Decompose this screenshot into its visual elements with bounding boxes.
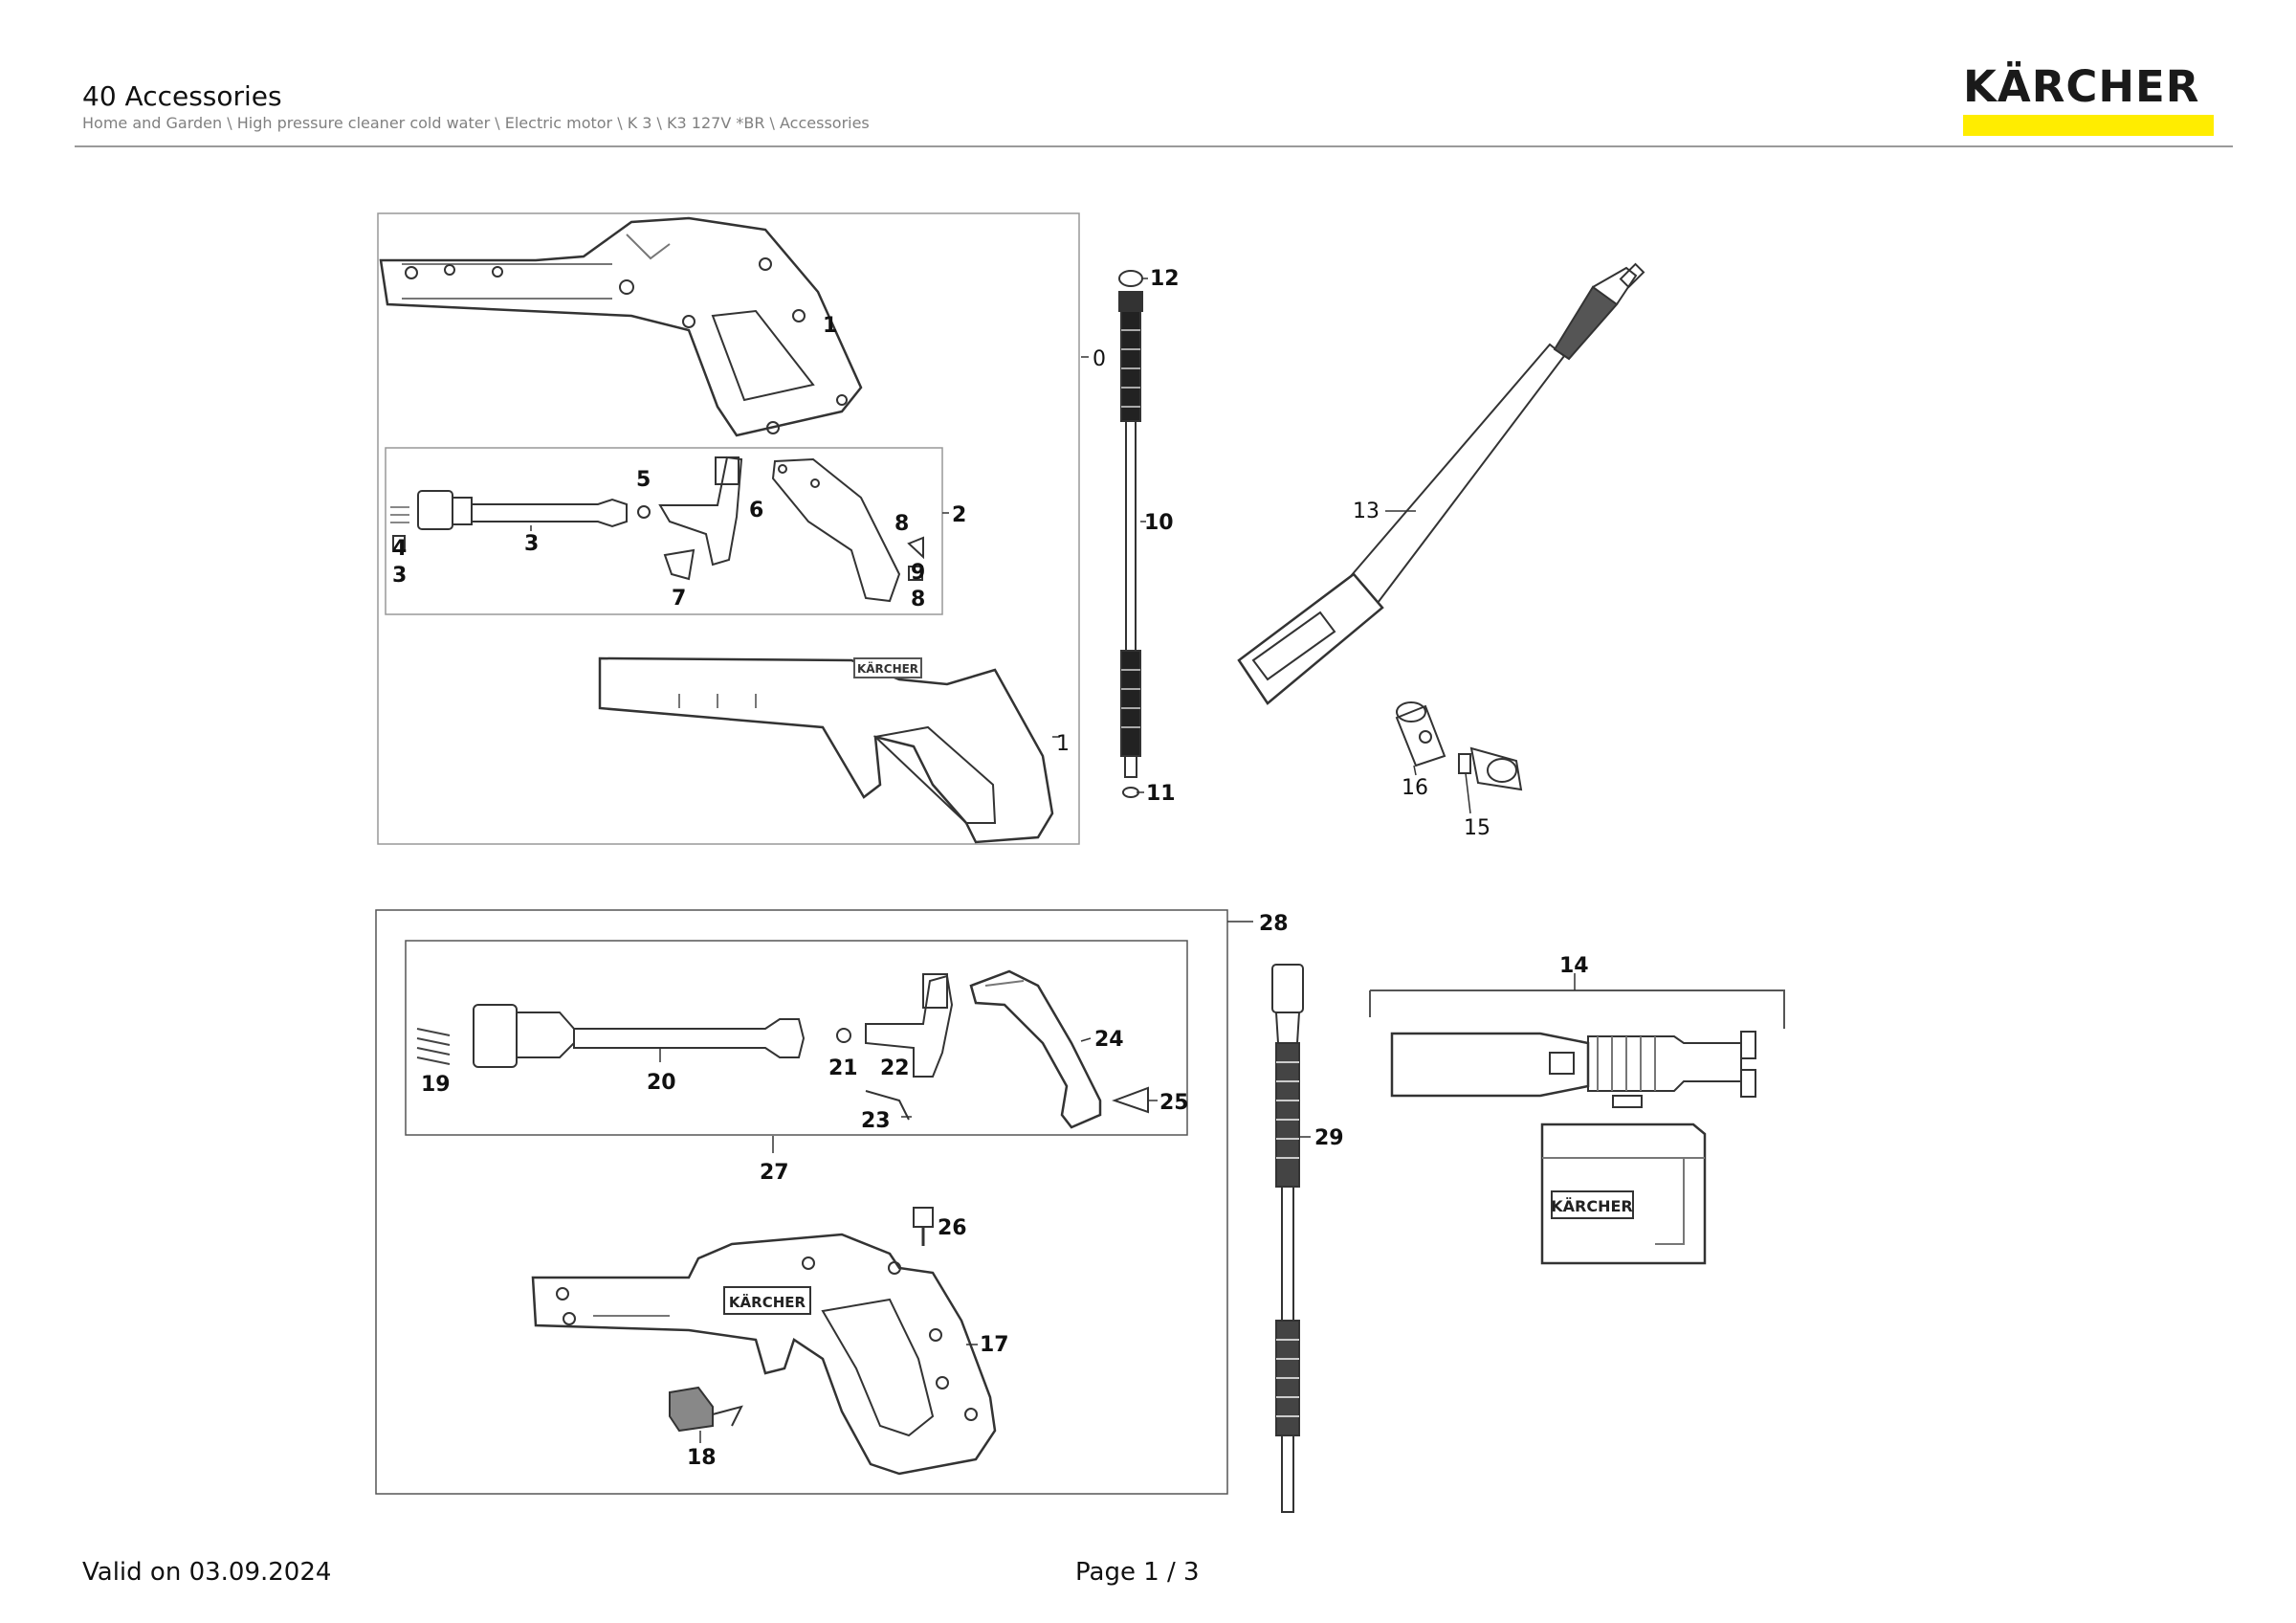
callout-12: 12 bbox=[1150, 267, 1180, 291]
spring-part-2 bbox=[416, 1028, 451, 1065]
valve-part bbox=[658, 456, 743, 567]
bottom-assembly-frame bbox=[375, 909, 1228, 1495]
gun-shell-half-top bbox=[379, 216, 863, 437]
callout-26: 26 bbox=[938, 1216, 967, 1240]
callout-23: 23 bbox=[861, 1109, 891, 1133]
callout-13: 13 bbox=[1353, 500, 1380, 523]
gun-assembled: KÄRCHER bbox=[531, 1233, 997, 1476]
spray-lance-bottom bbox=[1271, 964, 1304, 1513]
callout-18: 18 bbox=[687, 1446, 717, 1470]
spring-part bbox=[390, 506, 409, 552]
trigger-lever-part bbox=[771, 457, 924, 603]
gun-shell-bottom: KÄRCHER bbox=[598, 656, 1054, 844]
nozzle-coupling-part bbox=[1395, 701, 1446, 767]
foam-nozzle: KÄRCHER bbox=[1369, 989, 1785, 1265]
callout-22: 22 bbox=[880, 1056, 910, 1080]
callout-8a: 8 bbox=[894, 512, 909, 536]
gun-clip-part bbox=[669, 1386, 743, 1433]
callout-11: 11 bbox=[1146, 782, 1176, 806]
callout-8b: 8 bbox=[911, 588, 925, 611]
trigger-kit-frame bbox=[385, 447, 943, 615]
callout-20: 20 bbox=[647, 1071, 676, 1095]
callout-1b: 1 bbox=[1056, 732, 1070, 756]
o-ring-part bbox=[637, 505, 651, 519]
logo-yellow-bar bbox=[1963, 115, 2214, 136]
callout-3a: 3 bbox=[524, 532, 539, 556]
callout-3b: 3 bbox=[392, 564, 407, 588]
gun-shell-brand: KÄRCHER bbox=[857, 661, 918, 676]
callout-15: 15 bbox=[1464, 816, 1490, 840]
callout-25: 25 bbox=[1159, 1091, 1189, 1115]
callout-14: 14 bbox=[1559, 954, 1589, 978]
callout-29: 29 bbox=[1314, 1126, 1344, 1150]
extension-lance bbox=[1237, 262, 1645, 705]
callout-7: 7 bbox=[672, 587, 686, 611]
leader-lines bbox=[530, 278, 1576, 1443]
callout-4: 4 bbox=[392, 537, 407, 561]
trigger-kit-frame-2 bbox=[405, 940, 1188, 1136]
trigger-lever-part-2 bbox=[969, 969, 1102, 1129]
callout-0: 0 bbox=[1093, 347, 1106, 371]
callout-2: 2 bbox=[952, 503, 966, 527]
callout-6: 6 bbox=[749, 499, 763, 522]
callout-27: 27 bbox=[760, 1161, 789, 1185]
callout-17: 17 bbox=[980, 1333, 1009, 1357]
callout-19: 19 bbox=[421, 1073, 451, 1097]
trigger-pad-part bbox=[1112, 1086, 1149, 1114]
foam-nozzle-brand: KÄRCHER bbox=[1551, 1197, 1632, 1215]
header-divider bbox=[75, 145, 2233, 147]
screw-part bbox=[913, 1207, 934, 1246]
callout-10: 10 bbox=[1144, 511, 1174, 535]
karcher-logo: KÄRCHER bbox=[1963, 65, 2216, 138]
top-assembly-frame bbox=[377, 212, 1080, 845]
inner-tube-part-2 bbox=[473, 1004, 806, 1068]
breadcrumb: Home and Garden \ High pressure cleaner … bbox=[82, 114, 870, 132]
page-title: 40 Accessories bbox=[82, 80, 282, 112]
gun-assembled-brand: KÄRCHER bbox=[729, 1293, 806, 1311]
callout-9: 9 bbox=[911, 561, 925, 585]
callout-5: 5 bbox=[636, 468, 651, 492]
valve-part-2 bbox=[865, 973, 954, 1078]
nozzle-part bbox=[1458, 746, 1523, 791]
callout-1a: 1 bbox=[823, 314, 837, 338]
callout-24: 24 bbox=[1094, 1028, 1124, 1052]
lock-clip-part bbox=[663, 548, 695, 581]
logo-wordmark: KÄRCHER bbox=[1963, 61, 2200, 112]
callout-16: 16 bbox=[1402, 776, 1428, 800]
lock-clip-part-2 bbox=[865, 1090, 910, 1121]
callout-labels: 0 1 1 2 3 3 4 5 6 7 8 8 9 10 11 12 13 14… bbox=[392, 267, 1589, 1470]
callout-21: 21 bbox=[828, 1056, 858, 1080]
o-ring-part-2 bbox=[836, 1028, 851, 1043]
page-number: Page 1 / 3 bbox=[1075, 1558, 1200, 1587]
validity-date: Valid on 03.09.2024 bbox=[82, 1558, 332, 1587]
spray-lance-top bbox=[1118, 270, 1143, 798]
inner-tube-part bbox=[417, 490, 628, 530]
callout-28: 28 bbox=[1259, 912, 1289, 936]
